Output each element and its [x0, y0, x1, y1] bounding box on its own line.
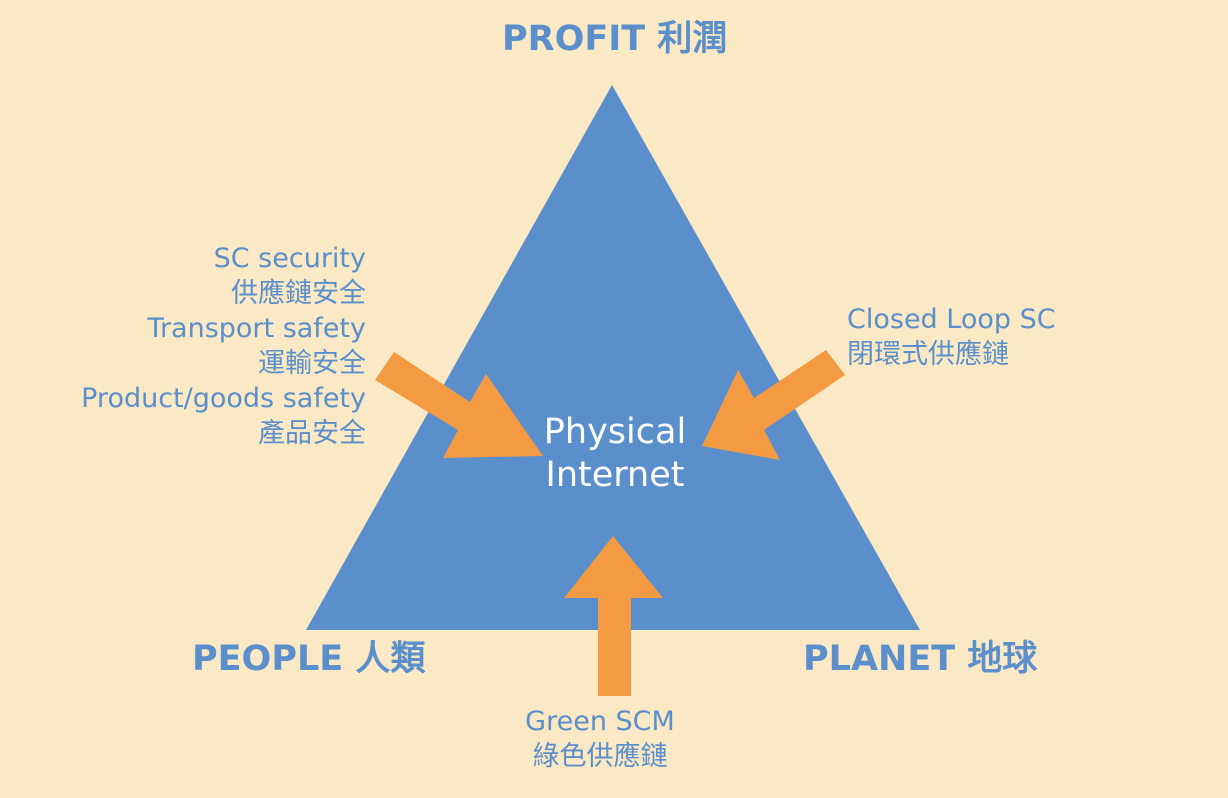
right-input-labels: Closed Loop SC 閉環式供應鏈 [847, 302, 1056, 372]
sustainability-triangle [306, 85, 920, 630]
vertex-label-people: PEOPLE 人類 [192, 639, 426, 679]
center-label-line1: Physical [543, 412, 687, 452]
left-input-label: SC security [213, 243, 366, 274]
left-input-label: Transport safety [147, 313, 366, 344]
center-label: Physical Internet [525, 411, 705, 497]
center-label-line2: Internet [545, 455, 685, 495]
bottom-input-label: Green SCM [525, 706, 675, 737]
left-input-label: 供應鏈安全 [231, 278, 366, 309]
left-input-label: Product/goods safety [81, 383, 366, 414]
arrow-right-input [702, 350, 845, 460]
arrow-left-input [375, 352, 543, 458]
vertex-label-planet: PLANET 地球 [803, 639, 1038, 679]
right-input-label: Closed Loop SC [847, 304, 1056, 335]
left-input-label: 產品安全 [258, 418, 366, 449]
bottom-input-labels: Green SCM 綠色供應鏈 [500, 704, 700, 774]
bottom-input-label: 綠色供應鏈 [532, 741, 668, 772]
arrow-bottom-input [564, 536, 663, 696]
vertex-label-profit: PROFIT 利潤 [502, 19, 728, 59]
right-input-label: 閉環式供應鏈 [847, 339, 1009, 370]
left-input-labels: SC security 供應鏈安全 Transport safety 運輸安全 … [81, 241, 366, 451]
left-input-label: 運輸安全 [258, 348, 366, 379]
